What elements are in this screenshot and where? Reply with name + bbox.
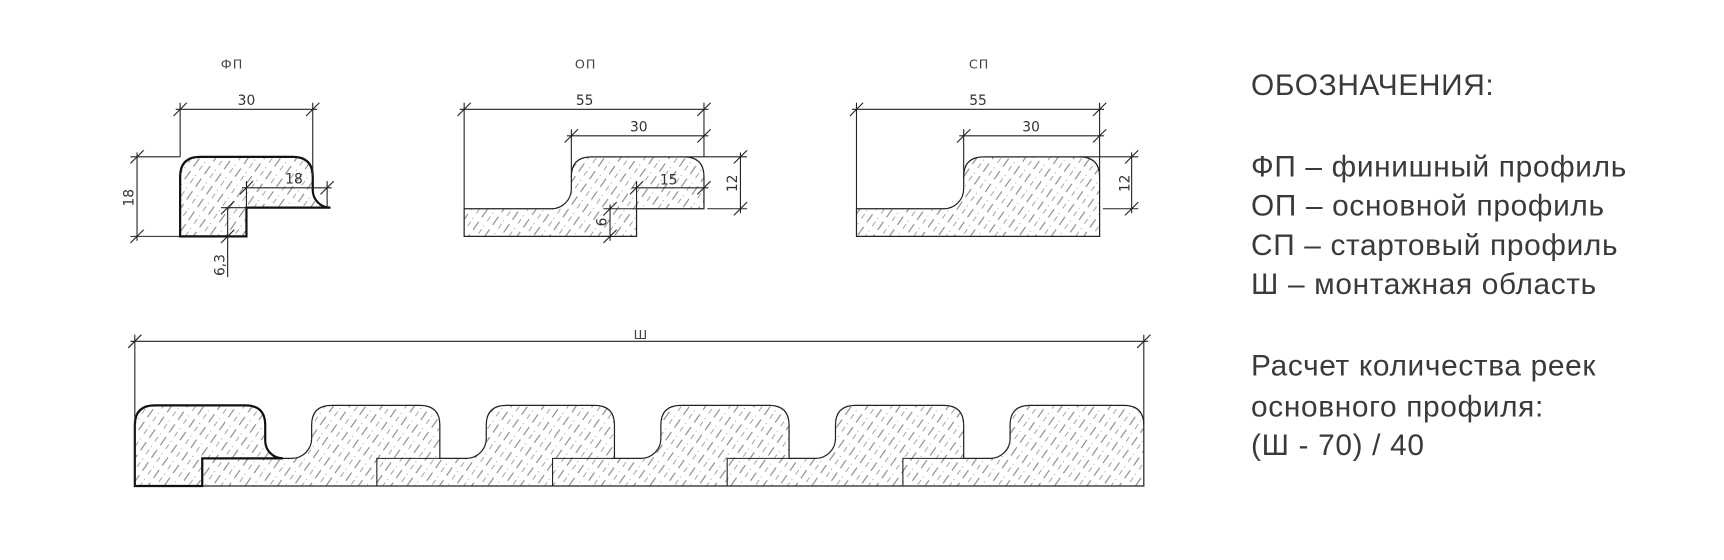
legend-title: ОБОЗНАЧЕНИЯ: [1251, 69, 1494, 102]
fp-tongue-dim: 18 [285, 171, 303, 187]
assembly-width-label: Ш [634, 327, 649, 342]
formula-line-3: (Ш - 70) / 40 [1251, 429, 1425, 462]
start-profile-label: СП [969, 56, 990, 71]
dimension-tick [696, 128, 711, 143]
finish-profile-section [179, 156, 331, 237]
start-profile-drawing: СП 55 30 12 [849, 56, 1139, 237]
legend-item-fp: ФП – финишный профиль [1251, 151, 1627, 184]
dimension-tick [220, 229, 235, 244]
dimension-tick [696, 180, 711, 195]
dimension-tick [1092, 128, 1107, 143]
formula-line-1: Расчет количества реек [1251, 350, 1596, 383]
main-profile-dimensions [457, 102, 748, 244]
legend: ОБОЗНАЧЕНИЯ: ФП – финишный профиль ОП – … [1251, 69, 1627, 462]
op-tongue-dim: 15 [660, 172, 678, 188]
op-total-dim: 55 [576, 93, 594, 109]
start-profile-section [855, 156, 1101, 237]
start-profile-dimensions [849, 102, 1139, 216]
legend-item-w: Ш – монтажная область [1251, 268, 1597, 301]
op-top-dim: 30 [630, 119, 648, 135]
assembly-joints [376, 457, 964, 486]
main-profile-section [463, 156, 705, 237]
fp-step-dim: 6,3 [212, 254, 228, 276]
assembly-section [134, 404, 1145, 487]
fp-height-dim: 18 [122, 189, 138, 207]
dimension-tick [603, 229, 618, 244]
main-profile-label: ОП [575, 56, 597, 71]
op-step-dim: 6 [595, 218, 611, 227]
finish-profile-label: ФП [221, 56, 244, 71]
fp-width-dim: 30 [238, 93, 256, 109]
op-height-dim: 12 [725, 175, 741, 193]
finish-profile-dimensions [130, 102, 335, 278]
finish-profile-drawing: ФП 30 18 18 6,3 [122, 56, 335, 278]
legend-item-op: ОП – основной профиль [1251, 189, 1605, 222]
sp-total-dim: 55 [969, 93, 987, 109]
legend-item-sp: СП – стартовый профиль [1251, 229, 1618, 262]
sp-height-dim: 12 [1117, 175, 1133, 193]
main-profile-drawing: ОП 55 30 15 6 12 [457, 56, 748, 244]
assembly-width-dimension [127, 334, 1151, 486]
sp-top-dim: 30 [1022, 119, 1040, 135]
assembly-drawing: Ш [127, 327, 1151, 488]
formula-line-2: основного профиля: [1251, 390, 1544, 423]
assembly-finish-profile-outline [133, 404, 283, 488]
